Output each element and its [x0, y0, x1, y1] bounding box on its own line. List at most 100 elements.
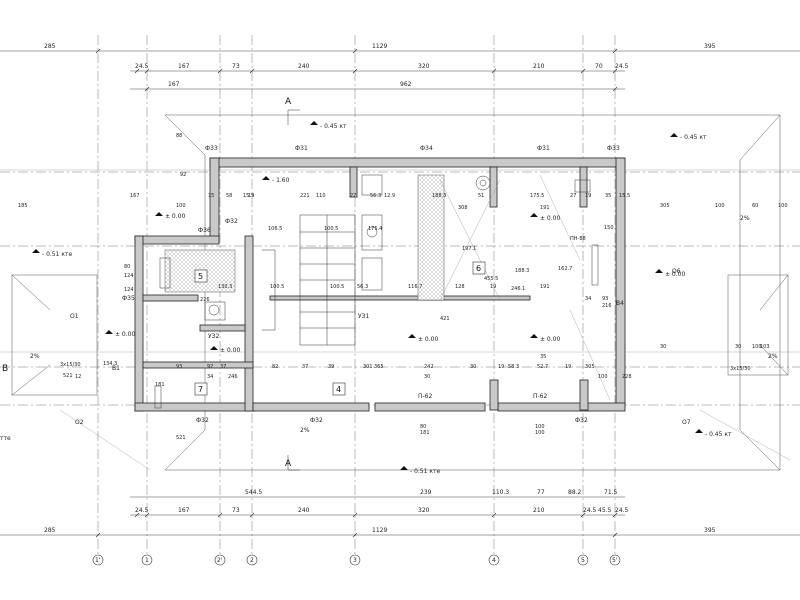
interior-dimension-value: 52.7 — [537, 364, 548, 370]
interior-dimension-value: 308 — [458, 205, 468, 211]
roof-outline — [0, 114, 800, 471]
dim-top-mid-1: 24.5 — [135, 63, 149, 70]
svg-text:- 0.45 кт: - 0.45 кт — [680, 134, 707, 141]
level-marker: ± 0.00 — [210, 346, 240, 354]
row-axis-label-b: B — [2, 364, 8, 374]
interior-dimension-value: 116.7 — [408, 284, 422, 290]
interior-dimension-value: 100 — [598, 374, 608, 380]
room-number-6: 6 — [476, 264, 481, 273]
interior-dimension-value: 124 — [124, 287, 134, 293]
interior-dimension-value: 30 — [470, 364, 476, 370]
label-o2: О2 — [75, 419, 84, 426]
interior-dimension-value: 30 — [424, 374, 430, 380]
interior-dimension-value: 103 — [760, 344, 770, 350]
interior-dimension-value: 197.1 — [462, 246, 476, 252]
slope-label: 2% — [300, 427, 310, 434]
interior-dimension-value: 124 — [124, 273, 134, 279]
interior-dimension-value: 305 — [660, 203, 670, 209]
interior-dimension-value: 175.5 — [530, 193, 544, 199]
interior-dimension-value: 15.5 — [619, 193, 630, 199]
axis-label-1: 1 — [145, 557, 149, 564]
interior-dimension-value: 455.5 — [484, 276, 498, 282]
interior-dimension-value: 181 — [420, 430, 430, 436]
dim-top-mid-6: 210 — [533, 63, 545, 70]
interior-dimension-value: 93 — [602, 296, 608, 302]
interior-dimension-value: 19 — [585, 193, 591, 199]
dim-bottom-upper-6: 71.5 — [604, 489, 618, 496]
axis-label-3: 3 — [353, 557, 357, 564]
dim-bottom-upper-2: 239 — [420, 489, 432, 496]
interior-dimension-value: 19 — [498, 364, 504, 370]
interior-dimension-value: 226 — [200, 297, 210, 303]
slope-label: 2% — [740, 215, 750, 222]
interior-dimension-value: 35 — [605, 193, 611, 199]
interior-dimension-value: 301 — [363, 364, 373, 370]
interior-dimension-value: 88 — [176, 133, 182, 139]
interior-dimension-value: 246.1 — [511, 286, 525, 292]
interior-dimension-value: 56.3 — [370, 193, 381, 199]
label-f33: Ф33 — [205, 145, 218, 152]
slope-label: 2% — [30, 353, 40, 360]
interior-dimension-value: 110 — [316, 193, 326, 199]
level-marker: ± 0.00 — [408, 334, 438, 343]
interior-dimension-value: 246 — [228, 374, 238, 380]
label-b1: В1 — [112, 365, 120, 372]
interior-dimension-value: 92 — [180, 172, 186, 178]
axis-label-4: 4 — [492, 557, 496, 564]
label-f31: Ф31 — [295, 145, 308, 152]
level-marker: - 0.45 кт — [670, 133, 707, 141]
dim-bottom-mid-5: 320 — [418, 507, 430, 514]
section-marker-bottom: A — [285, 459, 292, 469]
label-o1: О1 — [70, 313, 79, 320]
label-f34: Ф34 — [420, 145, 433, 152]
interior-dimension-value: 80 — [124, 264, 130, 270]
interior-dimension-value: 30 — [660, 344, 666, 350]
label-o7: О7 — [682, 419, 691, 426]
dim-bottom-upper-1: 544.5 — [245, 489, 262, 496]
svg-text:- 0.45 кт: - 0.45 кт — [705, 431, 732, 438]
interior-dimension-value: 51 — [478, 193, 484, 199]
axis-label-1prime: 1' — [95, 557, 101, 564]
interior-dimension-value: 221 — [300, 193, 310, 199]
label-pn88: ПН-88 — [570, 236, 586, 242]
interior-dimension-value: 162.7 — [558, 266, 572, 272]
dim-top-mid-8: 24.5 — [615, 63, 629, 70]
dim-bottom-total-2: 1129 — [372, 527, 387, 534]
interior-dimension-value: 37 — [302, 364, 308, 370]
level-marker: - 0.45 кт — [695, 429, 732, 438]
interior-dimension-value: 93 — [176, 364, 182, 370]
interior-dimension-value: 100 — [715, 203, 725, 209]
axis-label-5: 5 — [581, 557, 585, 564]
label-f32: Ф32 — [225, 218, 238, 225]
interior-dimension-value: 27 — [570, 193, 576, 199]
interior-dimension-value: 100 — [778, 203, 788, 209]
interior-dimension-value: 191 — [540, 284, 550, 290]
interior-dimension-value: 58 — [226, 193, 232, 199]
interior-dimension-value: 56.3 — [357, 284, 368, 290]
level-marker: ± 0.00 — [530, 213, 560, 222]
level-marker: - 0.51 кте — [32, 249, 72, 258]
dimension-text-top: 285 1129 395 24.5 167 73 240 320 210 70 … — [44, 43, 716, 88]
interior-dimension-value: 15.5 — [243, 193, 254, 199]
interior-dimension-value: 242 — [424, 364, 434, 370]
svg-text:± 0.00: ± 0.00 — [220, 347, 240, 354]
dim-top-mid-4: 240 — [298, 63, 310, 70]
svg-text:± 0.00: ± 0.00 — [165, 213, 185, 220]
axis-label-5prime: 5' — [612, 557, 618, 564]
level-marker: ± 0.00 — [655, 269, 685, 278]
interior-dimension-value: 100.5 — [330, 284, 344, 290]
dim-top-mid-5: 320 — [418, 63, 430, 70]
dim-bottom-mid-1: 24.5 — [135, 507, 149, 514]
section-marker-top: A — [285, 97, 292, 107]
interior-dimension-value: 185 — [18, 203, 28, 209]
svg-text:± 0.00: ± 0.00 — [665, 271, 685, 278]
interior-dimension-value: 134.3 — [103, 361, 117, 367]
element-labels: Ф33 Ф31 Ф34 Ф31 Ф33 Ф32 Ф35 Ф36 Ф32 Ф32 … — [0, 145, 751, 442]
interior-dimension-value: 19 — [565, 364, 571, 370]
interior-dimension-value: 15 — [208, 193, 214, 199]
dim-top-inner-1: 167 — [168, 81, 180, 88]
dim-bottom-upper-3: 110.3 — [492, 489, 509, 496]
label-window-1: 3х15/30 — [60, 362, 81, 368]
axis-label-2prime: 2' — [217, 557, 223, 564]
